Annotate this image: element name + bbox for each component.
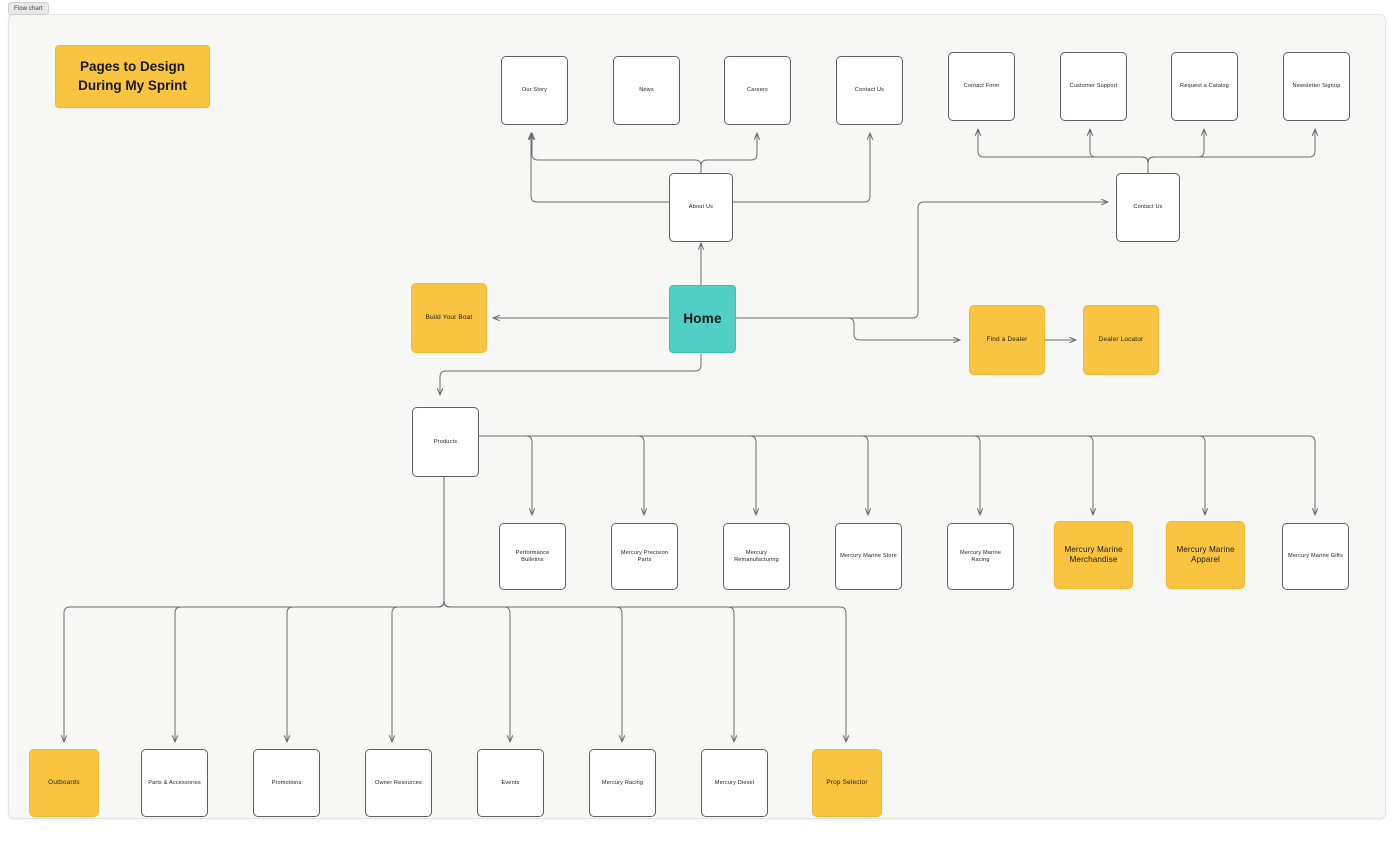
node-label: Mercury Marine Store: [840, 553, 897, 559]
node-events[interactable]: Events: [477, 749, 544, 817]
flow-chart-tab-label: Flow chart: [14, 5, 43, 12]
node-label: Performance Bulletins: [515, 549, 550, 563]
node-owner-resources[interactable]: Owner Resources: [365, 749, 432, 817]
node-label: Our Story: [521, 87, 548, 93]
node-label: Find a Dealer: [986, 336, 1028, 343]
node-label: Home: [683, 310, 722, 326]
node-label-line2: Merchandise: [1069, 555, 1118, 564]
node-products[interactable]: Products: [412, 407, 479, 477]
node-label: Mercury Precision: [620, 549, 669, 556]
node-label: Products: [433, 438, 458, 445]
node-mercury-precision-parts[interactable]: Mercury Precision Parts: [611, 523, 678, 590]
node-label: Mercury Marine Gifts: [1288, 553, 1343, 559]
node-prop-selector[interactable]: Prop Selector: [812, 749, 882, 817]
node-newsletter-signup[interactable]: Newsletter Signup: [1283, 52, 1350, 121]
node-label: Customer Support: [1069, 83, 1118, 89]
node-label: Mercury: [745, 549, 768, 556]
node-label: Build Your Boat: [425, 314, 473, 321]
node-mercury-marine-apparel[interactable]: Mercury Marine Apparel: [1166, 521, 1245, 589]
flow-chart-tab[interactable]: Flow chart: [8, 2, 49, 15]
node-label: Events: [501, 779, 520, 786]
node-mercury-marine-merchandise[interactable]: Mercury Marine Merchandise: [1054, 521, 1133, 589]
node-promotions[interactable]: Promotions: [253, 749, 320, 817]
node-parts-accessories[interactable]: Parts & Accessories: [141, 749, 208, 817]
node-label-line2: Racing: [971, 556, 990, 563]
edge-layer: [60, 128, 1319, 743]
node-label: Outboards: [48, 779, 80, 786]
title-card-line1: Pages to Design: [79, 59, 186, 75]
node-label: Promotions: [271, 779, 302, 786]
node-label: Newsletter Signup: [1292, 83, 1341, 89]
node-label: Mercury Racing: [601, 779, 644, 786]
node-mercury-marine-store[interactable]: Mercury Marine Store: [835, 523, 902, 590]
node-label: Prop Selector: [826, 779, 868, 786]
node-about-us[interactable]: About Us: [669, 173, 733, 242]
node-mercury-marine-racing[interactable]: Mercury Marine Racing: [947, 523, 1014, 590]
node-label: Contact Form: [963, 83, 1000, 89]
node-build-your-boat[interactable]: Build Your Boat: [411, 283, 487, 353]
node-label-line2: Remanufacturing: [734, 556, 779, 563]
node-label: Mercury Marine: [1064, 544, 1123, 554]
node-label: Owner Resources: [374, 779, 423, 786]
node-mercury-marine-gifts[interactable]: Mercury Marine Gifts: [1282, 523, 1349, 590]
node-request-a-catalog[interactable]: Request a Catalog: [1171, 52, 1238, 121]
node-news[interactable]: News: [613, 56, 680, 125]
node-label-line2: Apparel: [1191, 555, 1220, 564]
node-performance-bulletins[interactable]: Performance Bulletins: [499, 523, 566, 590]
node-dealer-locator[interactable]: Dealer Locator: [1083, 305, 1159, 375]
node-label: Mercury Diesel: [714, 779, 755, 786]
node-customer-support[interactable]: Customer Support: [1060, 52, 1127, 121]
node-label: Contact Us: [854, 87, 885, 93]
node-label: Dealer Locator: [1098, 336, 1144, 343]
node-mercury-remanufacturing[interactable]: Mercury Remanufacturing: [723, 523, 790, 590]
node-mercury-diesel[interactable]: Mercury Diesel: [701, 749, 768, 817]
node-label: Mercury Marine: [1176, 544, 1235, 554]
node-label: Mercury Marine: [960, 549, 1001, 556]
node-home[interactable]: Home: [669, 285, 736, 353]
node-label: Careers: [747, 87, 768, 93]
title-card: Pages to Design During My Sprint: [55, 45, 210, 108]
node-label: Parts & Accessories: [148, 779, 201, 786]
node-label-line2: Parts: [637, 556, 652, 563]
node-label: Request a Catalog: [1180, 83, 1229, 89]
node-mercury-racing[interactable]: Mercury Racing: [589, 749, 656, 817]
node-contact-us-top[interactable]: Contact Us: [836, 56, 903, 125]
title-card-line2: During My Sprint: [78, 77, 187, 93]
diagram-canvas[interactable]: Pages to Design During My Sprint Our Sto…: [8, 14, 1386, 819]
node-our-story[interactable]: Our Story: [501, 56, 568, 125]
node-contact-us-hub[interactable]: Contact Us: [1116, 173, 1180, 242]
node-label: About Us: [688, 204, 714, 210]
node-label: News: [639, 87, 654, 93]
node-careers[interactable]: Careers: [724, 56, 791, 125]
node-find-a-dealer[interactable]: Find a Dealer: [969, 305, 1045, 375]
node-contact-form[interactable]: Contact Form: [948, 52, 1015, 121]
node-label: Contact Us: [1133, 204, 1163, 210]
node-outboards[interactable]: Outboards: [29, 749, 99, 817]
